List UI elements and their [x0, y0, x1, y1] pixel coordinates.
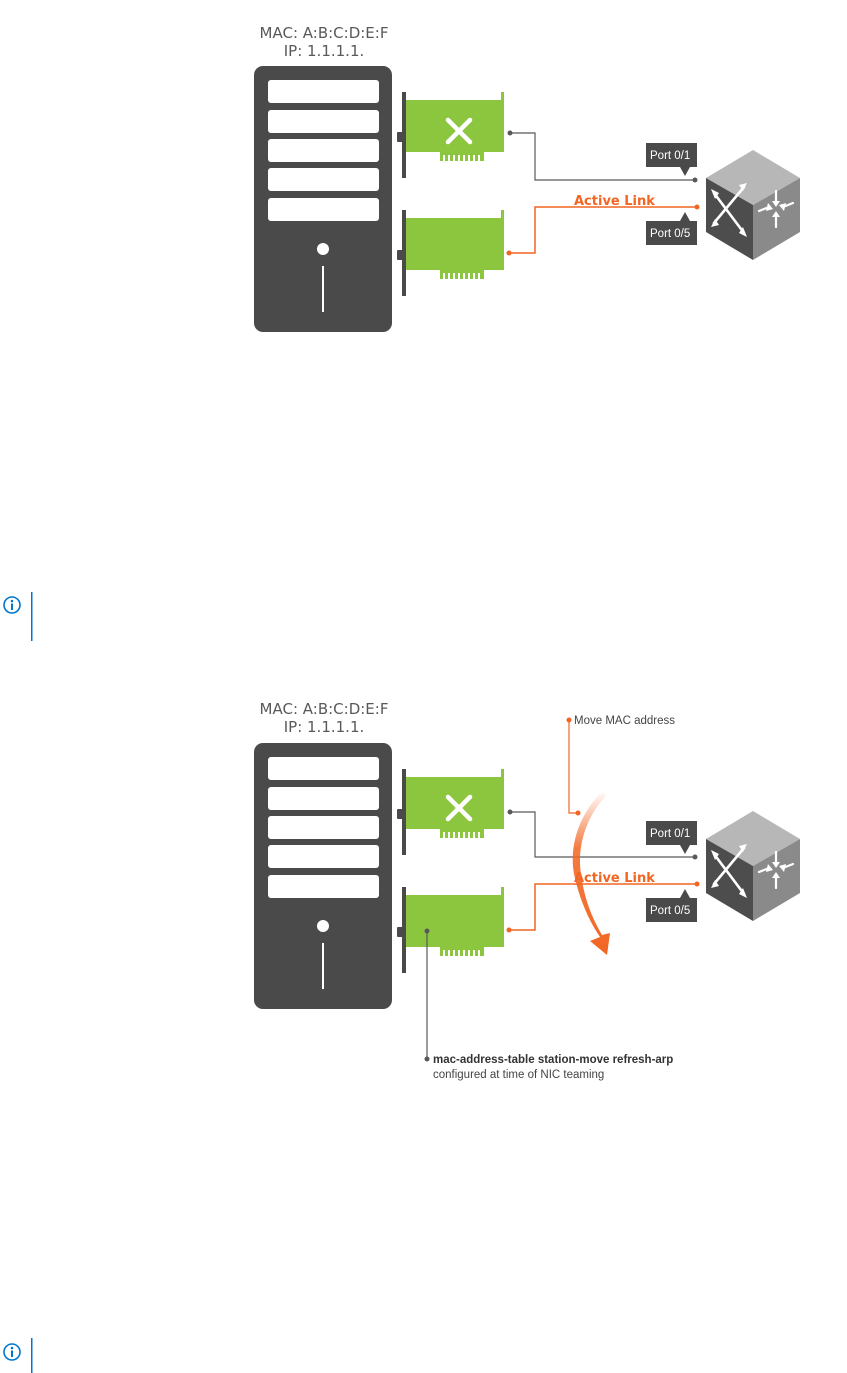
- active-link: Active Link: [506, 871, 700, 933]
- ip-label: IP: 1.1.1.1.: [284, 718, 365, 736]
- note-info-icon: [3, 596, 21, 614]
- note-rule: [31, 592, 33, 641]
- note-2: [3, 1338, 33, 1373]
- active-link-label: Active Link: [574, 871, 655, 886]
- port-bottom-label: Port 0/5: [650, 905, 690, 917]
- mac-label: MAC: A:B:C:D:E:F: [260, 700, 389, 718]
- command-label: mac-address-table station-move refresh-a…: [433, 1054, 673, 1066]
- command-note-label: configured at time of NIC teaming: [433, 1069, 604, 1081]
- port-bottom-label: Port 0/5: [650, 228, 690, 240]
- active-link: Active Link: [506, 194, 700, 256]
- fail-x-icon: [445, 117, 473, 145]
- move-mac-callout: Move MAC address: [566, 715, 675, 816]
- server-tower-icon: [254, 66, 392, 332]
- port-top-label: Port 0/1: [650, 150, 690, 162]
- diagram-2: MAC: A:B:C:D:E:F IP: 1.1.1.1. Active Lin…: [254, 700, 802, 1081]
- port-top-label: Port 0/1: [650, 828, 690, 840]
- nic-card-icon: [397, 887, 504, 973]
- port-top-tag: Port 0/1: [646, 821, 697, 854]
- port-bottom-tag: Port 0/5: [646, 212, 697, 245]
- nic-card-icon: [397, 92, 504, 178]
- move-mac-label: Move MAC address: [574, 715, 675, 727]
- inactive-link: [507, 130, 698, 183]
- fail-x-icon: [445, 794, 473, 822]
- note-rule: [31, 1338, 33, 1373]
- inactive-link: [507, 809, 698, 860]
- port-bottom-tag: Port 0/5: [646, 889, 697, 922]
- diagram-1: MAC: A:B:C:D:E:F IP: 1.1.1.1. Active Lin…: [254, 24, 802, 332]
- nic-card-icon: [397, 769, 504, 855]
- server-tower-icon: [254, 743, 392, 1009]
- switch-icon: [704, 148, 802, 262]
- command-callout: mac-address-table station-move refresh-a…: [424, 928, 673, 1081]
- note-info-icon: [3, 1343, 21, 1361]
- curved-arrow-icon: [572, 790, 610, 955]
- port-top-tag: Port 0/1: [646, 143, 697, 176]
- ip-label: IP: 1.1.1.1.: [284, 42, 365, 60]
- switch-icon: [704, 809, 802, 923]
- active-link-label: Active Link: [574, 194, 655, 209]
- nic-card-icon: [397, 210, 504, 296]
- mac-label: MAC: A:B:C:D:E:F: [260, 24, 389, 42]
- note-1: [3, 592, 33, 641]
